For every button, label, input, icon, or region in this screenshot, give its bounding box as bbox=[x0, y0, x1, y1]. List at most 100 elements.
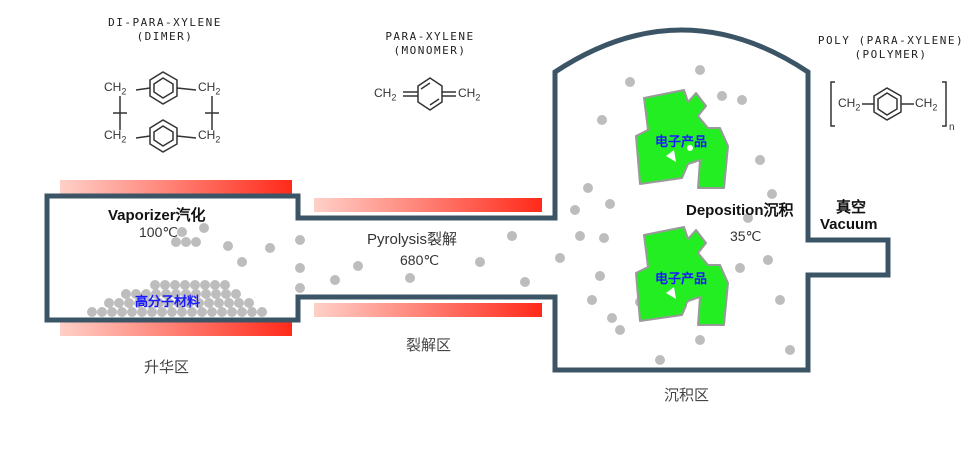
gas-particle bbox=[655, 355, 665, 365]
material-granule bbox=[121, 289, 131, 299]
material-granule bbox=[161, 289, 171, 299]
material-granule bbox=[191, 289, 201, 299]
gas-particle bbox=[767, 189, 777, 199]
material-granule bbox=[220, 280, 230, 290]
pyrolysis-temp: 680℃ bbox=[400, 252, 440, 268]
gas-particle bbox=[405, 273, 415, 283]
material-granule bbox=[200, 280, 210, 290]
material-granule bbox=[124, 298, 134, 308]
gas-particle bbox=[330, 275, 340, 285]
gas-particle bbox=[743, 213, 753, 223]
material-granule bbox=[224, 298, 234, 308]
material-granule bbox=[194, 298, 204, 308]
gas-particle bbox=[625, 77, 635, 87]
material-granule bbox=[141, 289, 151, 299]
gas-particle bbox=[353, 261, 363, 271]
gas-particle bbox=[575, 231, 585, 241]
material-granule bbox=[207, 307, 217, 317]
material-granule bbox=[244, 298, 254, 308]
product-label-top: 电子产品 bbox=[655, 134, 708, 149]
material-granule bbox=[167, 307, 177, 317]
material-granule bbox=[234, 298, 244, 308]
polymer-structure bbox=[830, 81, 947, 127]
gas-particle bbox=[520, 277, 530, 287]
material-granule bbox=[114, 298, 124, 308]
gas-particle bbox=[599, 233, 609, 243]
polymer-ch2-right: CH2 bbox=[915, 96, 938, 113]
material-granule bbox=[164, 298, 174, 308]
gas-particles bbox=[177, 65, 795, 365]
pyrolysis-title: Pyrolysis裂解 bbox=[367, 231, 458, 248]
gas-particle bbox=[555, 253, 565, 263]
polymer-caption-line1: POLY (PARA-XYLENE) bbox=[817, 34, 965, 47]
material-granule bbox=[107, 307, 117, 317]
material-granule bbox=[257, 307, 267, 317]
monomer-ch2-right: CH2 bbox=[458, 86, 481, 103]
polymer-material-pile bbox=[87, 237, 267, 317]
monomer-caption: PARA-XYLENE (MONOMER) bbox=[360, 30, 500, 58]
polymer-caption-line2: (POLYMER) bbox=[854, 48, 928, 61]
material-granule bbox=[181, 237, 191, 247]
material-granule bbox=[237, 307, 247, 317]
gas-particle bbox=[775, 295, 785, 305]
vaporizer-zone-label: 升华区 bbox=[144, 359, 190, 376]
material-granule bbox=[181, 289, 191, 299]
monomer-caption-line2: (MONOMER) bbox=[393, 44, 467, 57]
deposition-zone-label: 沉积区 bbox=[664, 387, 710, 404]
gas-particle bbox=[295, 263, 305, 273]
dimer-caption-line2: (DIMER) bbox=[136, 30, 194, 43]
monomer-ch2-left: CH2 bbox=[374, 86, 397, 103]
material-granule bbox=[231, 289, 241, 299]
material-granule bbox=[174, 298, 184, 308]
vacuum-label-cn: 真空 bbox=[836, 199, 867, 216]
dimer-ch2-bottom-left: CH2 bbox=[104, 128, 127, 145]
material-granule bbox=[150, 280, 160, 290]
electronic-product-top bbox=[635, 89, 729, 189]
material-granule bbox=[157, 307, 167, 317]
gas-particle bbox=[177, 227, 187, 237]
vaporizer-heater-top bbox=[60, 180, 292, 194]
material-granule bbox=[247, 307, 257, 317]
pyrolysis-zone-label: 裂解区 bbox=[406, 337, 452, 354]
material-granule bbox=[201, 289, 211, 299]
vaporizer-title: Vaporizer汽化 bbox=[108, 207, 206, 224]
material-granule bbox=[190, 280, 200, 290]
gas-particle bbox=[785, 345, 795, 355]
dimer-ch2-bottom-right: CH2 bbox=[198, 128, 221, 145]
gas-particle bbox=[199, 223, 209, 233]
material-granule bbox=[134, 298, 144, 308]
gas-particle bbox=[605, 199, 615, 209]
gas-particle bbox=[717, 91, 727, 101]
deposition-title: Deposition沉积 bbox=[686, 202, 794, 219]
material-granule bbox=[160, 280, 170, 290]
material-granule bbox=[87, 307, 97, 317]
material-granule bbox=[197, 307, 207, 317]
material-granule bbox=[97, 307, 107, 317]
gas-particle bbox=[695, 65, 705, 75]
material-granule bbox=[210, 280, 220, 290]
material-granule bbox=[170, 280, 180, 290]
gas-particle bbox=[583, 183, 593, 193]
material-granule bbox=[180, 280, 190, 290]
material-granule bbox=[221, 289, 231, 299]
gas-particle bbox=[737, 95, 747, 105]
dimer-caption-line1: DI-PARA-XYLENE bbox=[108, 16, 222, 29]
deposition-temp: 35℃ bbox=[730, 228, 762, 244]
gas-particle bbox=[607, 313, 617, 323]
material-granule bbox=[154, 298, 164, 308]
material-granule bbox=[217, 307, 227, 317]
product-label-bottom: 电子产品 bbox=[655, 271, 708, 286]
gas-particle bbox=[695, 335, 705, 345]
gas-particle bbox=[295, 235, 305, 245]
gas-particle bbox=[587, 295, 597, 305]
gas-particle bbox=[735, 263, 745, 273]
material-granule bbox=[144, 298, 154, 308]
gas-particle bbox=[265, 243, 275, 253]
dimer-ch2-top-right: CH2 bbox=[198, 80, 221, 97]
vaporizer-heater-bottom bbox=[60, 322, 292, 336]
dimer-structure bbox=[113, 71, 219, 153]
material-granule bbox=[147, 307, 157, 317]
material-granule bbox=[117, 307, 127, 317]
gas-particle bbox=[595, 271, 605, 281]
